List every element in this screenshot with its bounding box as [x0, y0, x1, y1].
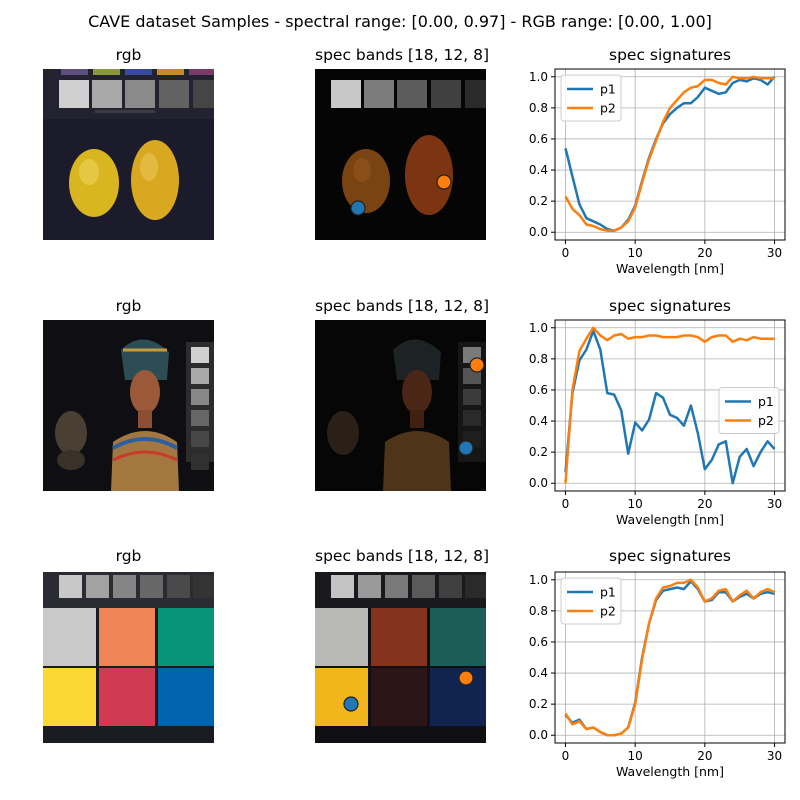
axes-frame	[554, 68, 786, 241]
sig-title-row1: spec signatures	[609, 46, 731, 64]
y-tick-label: 1.0	[529, 321, 548, 335]
legend-box	[718, 387, 780, 434]
rgb-image-bust	[43, 320, 214, 491]
point-p1-marker	[458, 440, 474, 456]
series-line-p2	[564, 326, 775, 484]
rgb-title-row2: rgb	[115, 297, 142, 315]
spec-title-row2: spec bands [18, 12, 8]	[315, 297, 490, 315]
sig-title-row3: spec signatures	[609, 547, 731, 565]
x-axis-label: Wavelength [nm]	[616, 512, 724, 527]
legend-label-p1: p1	[758, 394, 774, 409]
x-tick-label: 0	[562, 246, 570, 260]
x-axis-label: Wavelength [nm]	[616, 261, 724, 276]
y-tick-label: 1.0	[529, 70, 548, 84]
spec-title-row1: spec bands [18, 12, 8]	[315, 46, 490, 64]
spec-image-colorchecker	[315, 572, 486, 743]
y-tick-label: 0.6	[529, 132, 548, 146]
y-tick-label: 0.4	[529, 163, 548, 177]
x-tick-label: 20	[697, 246, 712, 260]
legend-box	[560, 74, 622, 122]
point-p1-marker	[343, 696, 359, 712]
legend-label-p2: p2	[758, 413, 774, 428]
point-p1-marker	[350, 200, 366, 216]
y-tick-label: 0.8	[529, 352, 548, 366]
figure-title: CAVE dataset Samples - spectral range: […	[88, 12, 712, 31]
spec-image-lemons	[315, 69, 486, 240]
legend-label-p1: p1	[600, 82, 616, 97]
series-line-p2	[564, 75, 775, 232]
sig-title-row2: spec signatures	[609, 297, 731, 315]
point-p2-marker	[436, 174, 452, 190]
series-line-p1	[564, 329, 776, 485]
rgb-title-row3: rgb	[115, 547, 142, 565]
y-tick-label: 0.2	[529, 194, 548, 208]
x-tick-label: 0	[562, 497, 570, 511]
y-tick-label: 0.0	[529, 476, 548, 490]
y-tick-label: 0.0	[529, 225, 548, 239]
rgb-title-row1: rgb	[115, 46, 142, 64]
rgb-image-lemons	[43, 69, 214, 240]
axes-frame	[554, 319, 786, 492]
spec-title-row3: spec bands [18, 12, 8]	[315, 547, 490, 565]
point-p2-marker	[469, 357, 485, 373]
y-tick-label: 0.4	[529, 414, 548, 428]
rgb-image-colorchecker	[43, 572, 214, 743]
series-line-p1	[564, 75, 776, 232]
y-tick-label: 0.8	[529, 101, 548, 115]
point-p2-marker	[458, 670, 474, 686]
x-tick-label: 20	[697, 497, 712, 511]
legend-label-p2: p2	[600, 101, 616, 116]
x-tick-label: 30	[767, 497, 782, 511]
x-tick-label: 10	[628, 497, 643, 511]
y-tick-label: 0.2	[529, 445, 548, 459]
y-tick-label: 0.6	[529, 383, 548, 397]
spec-image-bust	[315, 320, 486, 491]
x-tick-label: 30	[767, 246, 782, 260]
x-tick-label: 10	[628, 246, 643, 260]
